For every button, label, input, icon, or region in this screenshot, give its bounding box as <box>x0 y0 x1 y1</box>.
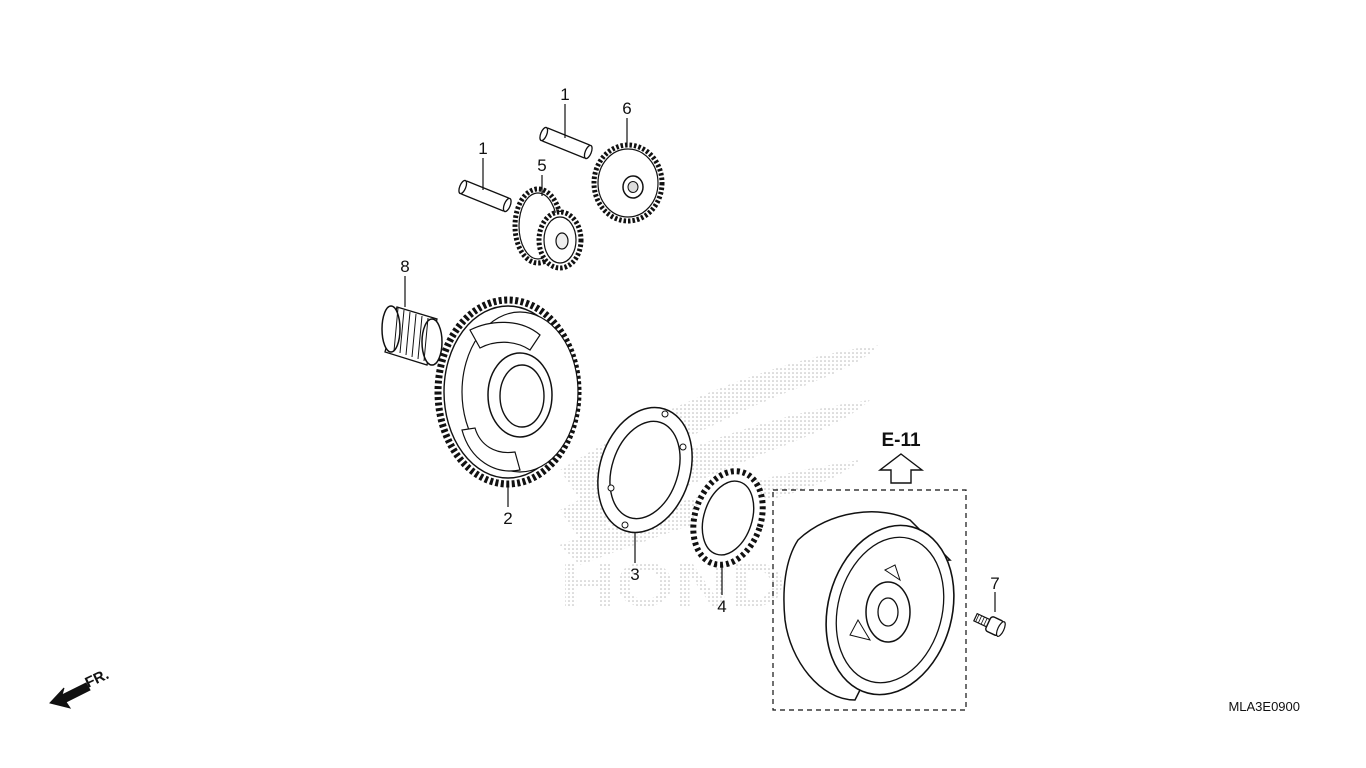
callout-pin-b: 1 <box>560 85 569 104</box>
reduction-gear-icon <box>512 186 584 271</box>
bolt-icon <box>973 612 1006 638</box>
callout-reduction-gear: 5 <box>537 156 546 175</box>
clutch-housing-icon <box>783 511 955 701</box>
reference-label[interactable]: E-11 <box>881 430 921 451</box>
leader-lines <box>404 104 996 612</box>
callout-one-way-clutch: 4 <box>717 597 726 616</box>
callout-pin-a: 1 <box>478 139 487 158</box>
reference-group-box <box>772 489 967 711</box>
pin-icon <box>539 126 593 160</box>
callout-clutch-outer-plate: 3 <box>630 565 639 584</box>
reference-arrow-icon[interactable] <box>877 453 925 484</box>
front-direction-label: FR. <box>83 666 112 692</box>
idle-gear-icon <box>591 142 665 224</box>
pin-icon <box>458 179 512 213</box>
needle-bearing-icon <box>381 305 443 366</box>
callout-idle-gear: 6 <box>622 99 631 118</box>
callout-needle-bearing: 8 <box>400 257 409 276</box>
clutch-plate-icon <box>597 406 693 534</box>
driven-gear-icon <box>434 296 582 488</box>
callout-bolt: 7 <box>990 574 999 593</box>
one-way-clutch-icon <box>690 468 766 568</box>
callout-driven-gear: 2 <box>503 509 512 528</box>
front-direction-arrow-icon <box>49 682 91 709</box>
diagram-code: MLA3E0900 <box>1228 699 1300 714</box>
